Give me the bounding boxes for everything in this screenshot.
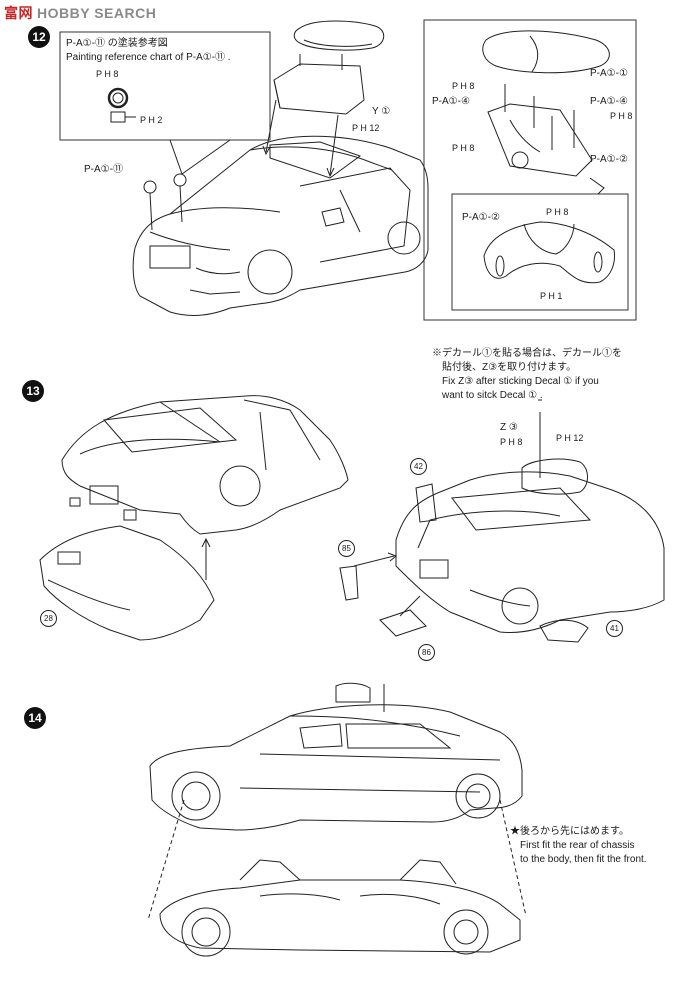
- car-rear-left: [61, 395, 349, 535]
- dash-part-drawing: [483, 221, 615, 284]
- ref-color-bottom: P H 2: [140, 115, 163, 125]
- inset-label-3: P H 1: [540, 291, 563, 301]
- step13-note-jp-2: 貼付後、Z③を取り付けます。: [442, 362, 577, 373]
- detail-label-7: P H 8: [452, 143, 475, 153]
- inset-label-1: P-A①-②: [462, 212, 500, 223]
- part-86-label: 86: [422, 648, 431, 657]
- watermark-brand-2: 网: [18, 5, 33, 21]
- step14-note-jp: ★後ろから先にはめます。: [510, 826, 629, 837]
- step-13-label: 13: [26, 384, 40, 398]
- detail-label-4: P-A①-②: [590, 154, 628, 165]
- part-28-label: 28: [44, 614, 53, 623]
- car-body-step12: [132, 135, 429, 316]
- ref-color-top: P H 8: [96, 69, 119, 79]
- roof-light-step13: [521, 399, 588, 495]
- ref-title-jp: P-A①-⑪ の塗装参考図: [66, 38, 168, 49]
- detail-label-2: P-A①-④: [432, 96, 470, 107]
- part-number-28: 28: [40, 610, 57, 627]
- part-light-label: P-A①-⑪: [84, 164, 123, 175]
- step13-z-label: Z ③: [500, 422, 518, 433]
- part-86: [379, 609, 427, 637]
- step14-note-en-1: First fit the rear of chassis: [520, 840, 635, 851]
- detail-label-5: P H 8: [452, 81, 475, 91]
- part-number-86: 86: [418, 644, 435, 661]
- detail-label-6: P H 8: [610, 111, 633, 121]
- roof-light-drawing: [273, 20, 385, 115]
- part-number-42: 42: [410, 458, 427, 475]
- seat-drawing: [482, 30, 610, 177]
- step14-note-en-2: to the body, then fit the front.: [520, 854, 647, 865]
- step13-ph12: P H 12: [556, 433, 584, 443]
- detail-label-3: P-A①-④: [590, 96, 628, 107]
- watermark-label: HOBBY SEARCH: [37, 5, 157, 21]
- part-number-41: 41: [606, 620, 623, 637]
- step13-note-en-1: Fix Z③ after sticking Decal ① if you: [442, 376, 599, 387]
- color-ph12-label: P H 12: [352, 123, 380, 133]
- step-12-label: 12: [32, 30, 46, 44]
- headlight-part-drawing: [107, 87, 136, 123]
- part-42: [415, 483, 437, 523]
- step13-note-en-2: want to sitck Decal ① .: [442, 390, 543, 401]
- car-side-step14: [149, 682, 523, 831]
- part-number-85: 85: [338, 540, 355, 557]
- inset-label-2: P H 8: [546, 207, 569, 217]
- detail-label-1: P-A①-①: [590, 68, 628, 79]
- step13-note-jp-1: ※デカール①を貼る場合は、デカール①を: [432, 348, 622, 359]
- chassis-step14: [159, 859, 521, 957]
- part-42-label: 42: [414, 462, 423, 471]
- step-13-number: 13: [22, 380, 44, 402]
- seat-detail-panel: [423, 19, 637, 321]
- step-14-label: 14: [28, 711, 42, 725]
- part-y1-label: Y ①: [372, 106, 391, 117]
- ref-title-en: Painting reference chart of P-A①-⑪ .: [66, 52, 231, 63]
- part-41-label: 41: [610, 624, 619, 633]
- step13-ph8: P H 8: [500, 437, 523, 447]
- watermark-brand: 富: [4, 5, 19, 21]
- ref-panel: [59, 31, 271, 141]
- car-rear-right: [395, 471, 665, 633]
- rear-bumper-drawing: [39, 525, 215, 641]
- part-41: [539, 619, 589, 643]
- dash-inset-panel: [451, 193, 629, 311]
- step-12-number: 12: [28, 26, 50, 48]
- step-14-number: 14: [24, 707, 46, 729]
- part-85: [339, 565, 359, 601]
- part-85-label: 85: [342, 544, 351, 553]
